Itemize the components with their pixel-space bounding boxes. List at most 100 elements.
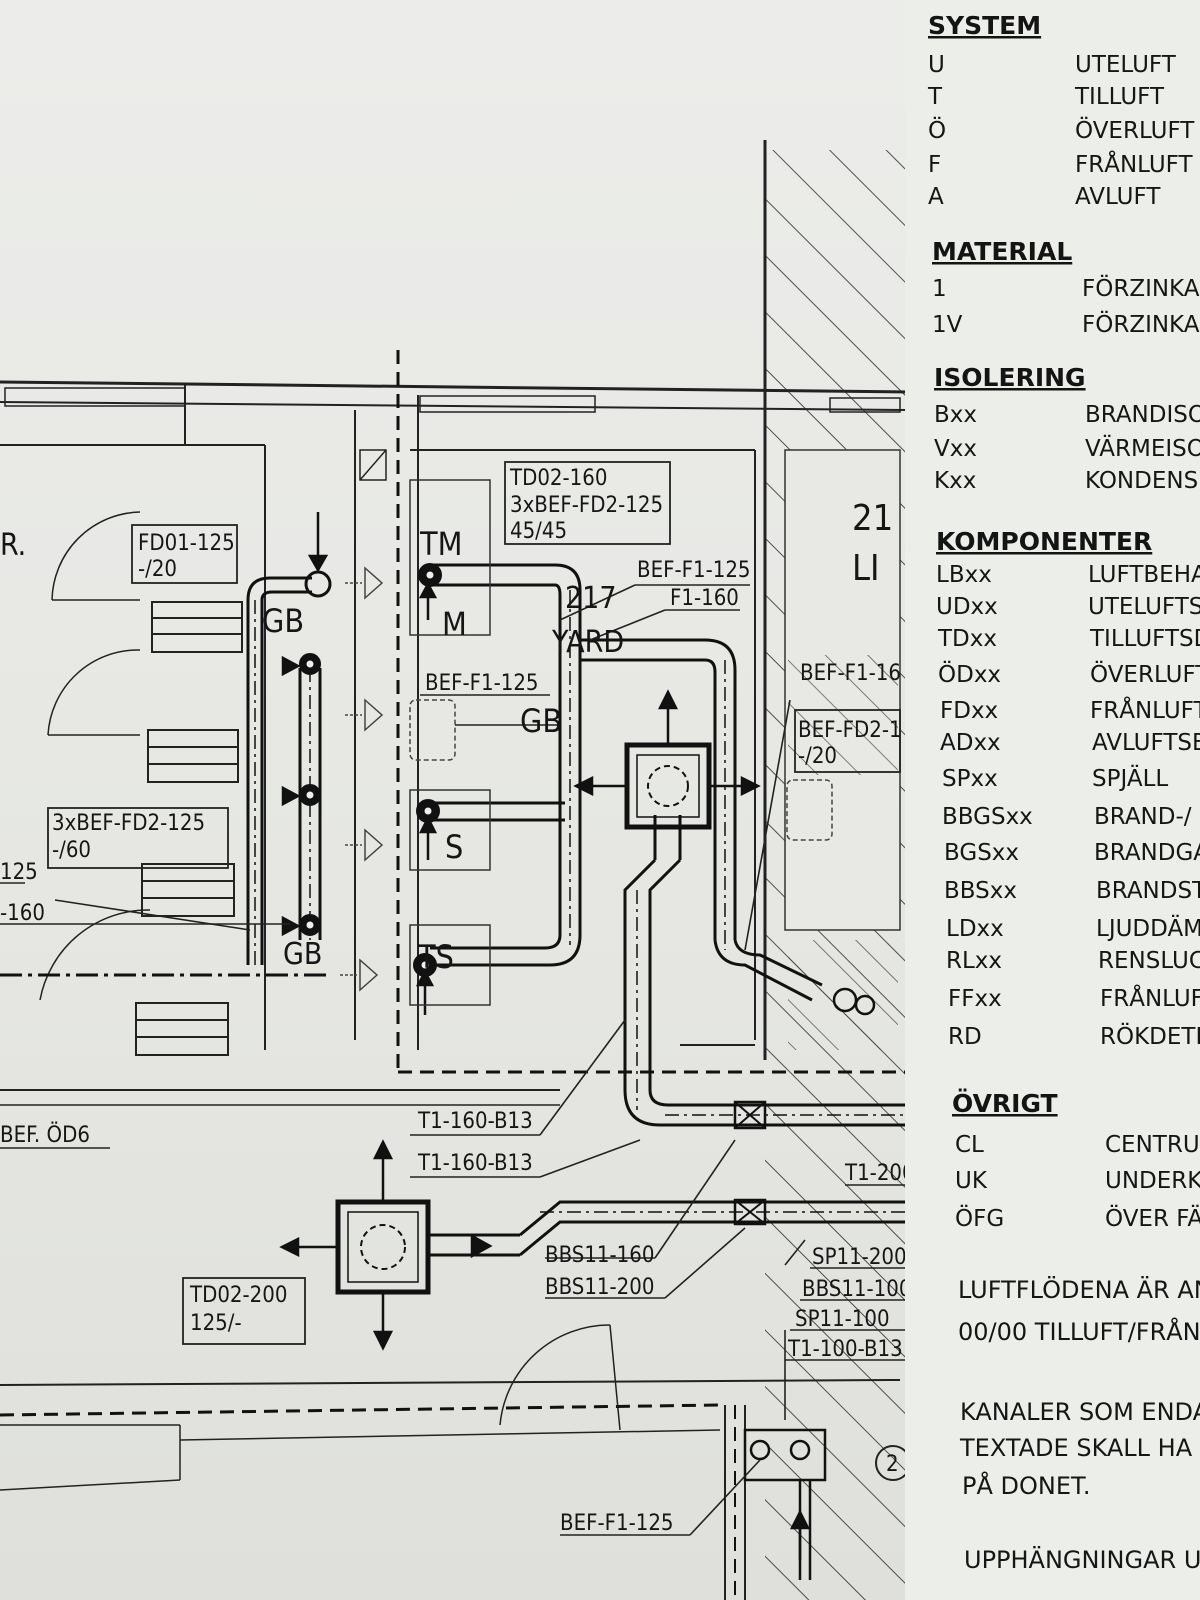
- legend-heading-ovrigt: ÖVRIGT: [952, 1088, 1058, 1118]
- label-bef-f1-125-mid: BEF-F1-125: [425, 671, 539, 696]
- legend-code: BBSxx: [944, 878, 1017, 904]
- legend-code: F: [928, 152, 941, 178]
- label-s: S: [445, 828, 463, 866]
- legend-heading-system: SYSTEM: [928, 11, 1041, 40]
- legend-note-6: UPPHÄNGNINGAR UT: [964, 1545, 1200, 1574]
- legend-code: RD: [948, 1024, 982, 1050]
- legend-text: UTELUFTS: [1088, 594, 1200, 620]
- label-fd01-flow: -/20: [138, 557, 177, 582]
- legend-text: RENSLUC: [1098, 948, 1200, 974]
- legend-text: UNDERKA: [1105, 1168, 1200, 1194]
- label-td02-160: TD02-160: [509, 466, 607, 491]
- legend-note-1: LUFTFLÖDENA ÄR ANG: [958, 1275, 1200, 1304]
- legend-note-4: TEXTADE SKALL HA: [959, 1434, 1193, 1462]
- legend-code: BGSxx: [944, 840, 1019, 866]
- label-bef-fd2-left-flow: -/60: [52, 838, 91, 863]
- legend-text: RÖKDETE: [1100, 1022, 1200, 1050]
- legend-text: CENTRUM: [1105, 1132, 1200, 1158]
- label-bef-fd2-right-flow: -/20: [798, 744, 837, 769]
- legend-text: FRÅNLUF: [1100, 984, 1200, 1012]
- legend-text: ÖVER FÄ: [1105, 1204, 1200, 1232]
- legend-text: VÄRMEISO: [1085, 434, 1200, 462]
- legend-code: Kxx: [934, 468, 976, 494]
- label-sp11-200: SP11-200: [812, 1245, 907, 1270]
- label-bef-f1-125-bottom: BEF-F1-125: [560, 1511, 674, 1536]
- label-160: -160: [0, 901, 45, 926]
- label-ts: TS: [417, 938, 454, 976]
- label-ref-2: 2: [886, 1452, 899, 1477]
- legend-panel: SYSTEM U UTELUFT T TILLUFT Ö ÖVERLUFT F …: [905, 0, 1200, 1600]
- terminals: [299, 563, 876, 1461]
- legend-note-5: PÅ DONET.: [962, 1471, 1090, 1500]
- label-bef-f1-125-top: BEF-F1-125: [637, 558, 751, 583]
- legend-code: LBxx: [936, 562, 992, 588]
- label-fd01: FD01-125: [138, 531, 235, 556]
- legend-text: TILLUFTSD: [1089, 626, 1200, 652]
- label-bef-fd2-right: BEF-FD2-1: [798, 718, 902, 743]
- label-125: 125: [0, 860, 38, 885]
- flow-arrows: [279, 512, 811, 1560]
- label-gb-2: GB: [520, 702, 562, 740]
- legend-code: ADxx: [940, 730, 1001, 756]
- label-bbs11-100: BBS11-100: [802, 1277, 911, 1302]
- label-m: M: [442, 605, 467, 643]
- legend-code: A: [928, 184, 944, 210]
- legend-system-rows: U UTELUFT T TILLUFT Ö ÖVERLUFT F FRÅNLUF…: [927, 52, 1195, 210]
- label-f1-160: F1-160: [670, 586, 739, 611]
- legend-text: FÖRZINKAD: [1082, 310, 1200, 338]
- legend-heading-isolering: ISOLERING: [934, 363, 1086, 392]
- label-bef-od6: BEF. ÖD6: [0, 1122, 90, 1148]
- legend-code: 1: [932, 276, 947, 302]
- legend-code: Bxx: [934, 402, 977, 428]
- legend-code: 1V: [932, 312, 963, 338]
- legend-text: BRAND-/: [1094, 804, 1192, 830]
- legend-code: UK: [955, 1168, 988, 1194]
- legend-code: FDxx: [940, 698, 998, 724]
- legend-code: BBGSxx: [942, 804, 1033, 830]
- legend-code: LDxx: [946, 916, 1004, 942]
- legend-text: ÖVERLUFT: [1090, 660, 1200, 688]
- label-room-21: 21: [852, 498, 893, 539]
- label-bbs11-200: BBS11-200: [545, 1275, 654, 1300]
- legend-code: TDxx: [937, 626, 997, 652]
- label-t1-160-b13-a: T1-160-B13: [417, 1109, 533, 1134]
- legend-code: FFxx: [948, 986, 1002, 1012]
- label-t1-160-b13-b: T1-160-B13: [417, 1151, 533, 1176]
- leader-lines: [0, 584, 910, 1536]
- label-room-li: LI: [852, 548, 880, 589]
- legend-text: AVLUFT: [1075, 184, 1161, 210]
- label-frames: [47, 461, 901, 1345]
- legend-code: UDxx: [936, 594, 998, 620]
- label-tm: TM: [419, 525, 462, 563]
- label-td02-200-flow: 125/-: [190, 1311, 242, 1336]
- diffuser-upper: [624, 742, 712, 830]
- label-gb-3: GB: [283, 937, 322, 972]
- label-td02-160-flow: 45/45: [510, 519, 567, 544]
- legend-code: RLxx: [946, 948, 1002, 974]
- label-t1-100-b13: T1-100-B13: [787, 1337, 903, 1362]
- legend-note-2: 00/00 TILLUFT/FRÅN: [958, 1317, 1200, 1346]
- legend-text: ÖVERLUFT: [1075, 116, 1195, 144]
- label-yard: YARD: [551, 625, 624, 660]
- legend-text: FRÅNLUFT: [1075, 150, 1193, 178]
- legend-note-3: KANALER SOM ENDAS: [960, 1398, 1200, 1426]
- legend-text: FRÅNLUFT: [1090, 696, 1200, 724]
- diffuser-lower: [335, 1199, 431, 1295]
- label-td02-160-dampers: 3xBEF-FD2-125: [510, 493, 663, 518]
- label-sp11-100: SP11-100: [795, 1307, 890, 1332]
- legend-code: Ö: [928, 116, 946, 144]
- label-217: 217: [565, 581, 617, 616]
- label-room-r: R.: [0, 528, 26, 563]
- legend-code: SPxx: [942, 766, 998, 792]
- legend-text: UTELUFT: [1075, 52, 1177, 78]
- legend-code: ÖDxx: [938, 660, 1001, 688]
- label-gb-1: GB: [262, 602, 304, 640]
- label-t1-200: T1-200: [844, 1161, 915, 1186]
- legend-code: U: [928, 52, 945, 78]
- legend-text: TILLUFT: [1074, 84, 1165, 110]
- label-td02-200: TD02-200: [189, 1283, 287, 1308]
- legend-text: LUFTBEHA: [1088, 562, 1200, 588]
- legend-heading-komponenter: KOMPONENTER: [936, 527, 1152, 556]
